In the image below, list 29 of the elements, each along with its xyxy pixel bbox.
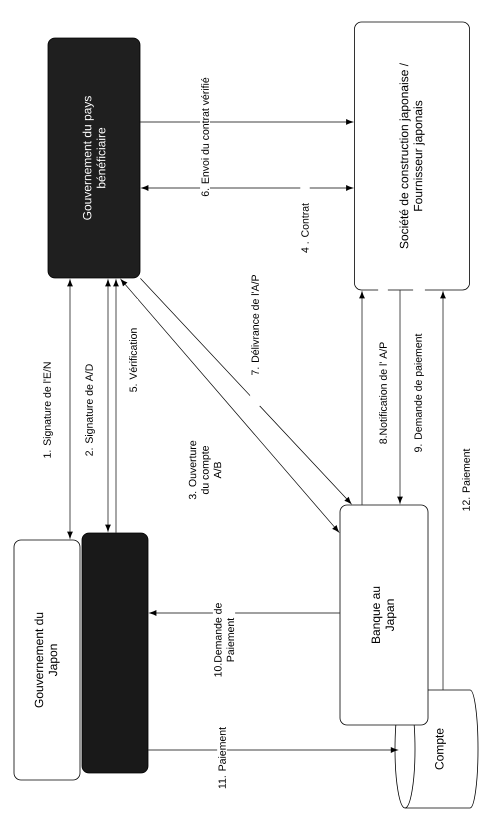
edge-label: 3. Ouverture du compte A/B bbox=[188, 438, 222, 502]
arrow bbox=[67, 279, 73, 538]
node-label: Compte bbox=[435, 728, 446, 770]
edge-label: 8.Notification de l' A/P bbox=[378, 282, 388, 504]
edge-label: 10.Demande de Paiement bbox=[212, 599, 236, 681]
edge-label: 6. Envoi du contrat vérifié bbox=[200, 6, 210, 268]
arrow bbox=[113, 279, 119, 533]
arrow bbox=[150, 610, 340, 616]
arrow bbox=[140, 119, 354, 125]
edge-label: 7. Délivrance de l'A/P bbox=[250, 244, 260, 406]
arrow bbox=[120, 279, 340, 532]
process-box: Gouvernement du pays bénéficiaire bbox=[48, 38, 140, 278]
edge-label: 11. Paiement bbox=[217, 702, 227, 814]
process-box: Banque au Japan bbox=[340, 504, 428, 726]
arrow bbox=[397, 290, 403, 504]
process-box: Société de construction japonaise / Fournisseur japonais bbox=[354, 22, 470, 290]
edge-label: 12. Paiement bbox=[461, 424, 471, 536]
edge-label: 1. Signature de l'E/N bbox=[42, 294, 54, 526]
arrow bbox=[359, 291, 365, 505]
arrow bbox=[142, 185, 354, 191]
edge-label: 9. Demande de paiement bbox=[413, 282, 425, 504]
edge-label: 2. Signature de A/D bbox=[84, 294, 96, 526]
arrow bbox=[440, 291, 446, 690]
process-box: Gouvernement du Japon bbox=[14, 540, 80, 780]
arrow bbox=[148, 747, 398, 753]
arrow bbox=[105, 279, 111, 532]
filled-box bbox=[82, 532, 148, 774]
edge-label: 5. Vérification bbox=[128, 299, 138, 421]
arrow bbox=[140, 278, 352, 504]
